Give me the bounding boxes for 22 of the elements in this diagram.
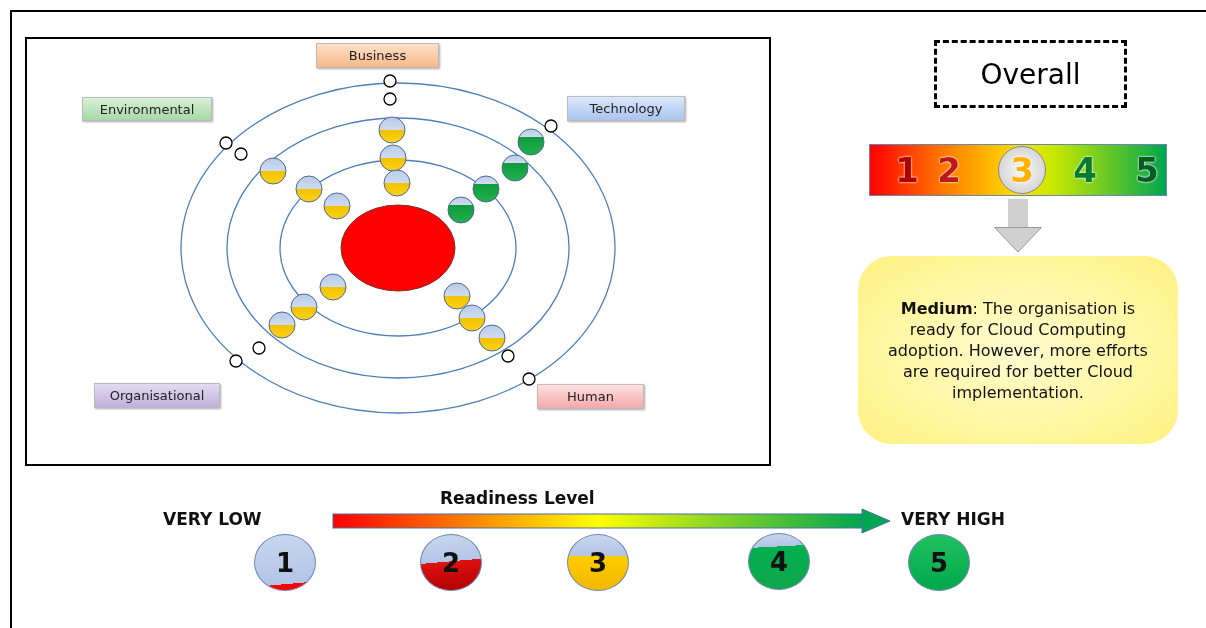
category-label: Human <box>537 384 644 409</box>
scale-end-label: VERY HIGH <box>901 509 1005 529</box>
category-label: Organisational <box>94 383 220 408</box>
block-arrow <box>994 199 1042 253</box>
category-label: Business <box>316 43 439 68</box>
level-number: 5 <box>1134 149 1160 192</box>
description-text: Medium: The organisation is ready for Cloud Computing adoption. However, more efforts are required for better Cloud implementation. <box>887 297 1149 403</box>
level-circle: 5 <box>908 534 970 591</box>
category-label: Technology <box>567 96 685 121</box>
level-number: 1 <box>894 149 920 192</box>
category-label: Environmental <box>82 97 212 121</box>
level-number: 2 <box>936 149 962 192</box>
dashed-title-box: Overall <box>934 40 1127 108</box>
description-card <box>858 256 1178 444</box>
axis-title: Readiness Level <box>440 488 595 508</box>
highlighted-level-number: 3 <box>998 146 1046 194</box>
gauge-bar <box>869 144 1167 196</box>
scale-end-label: VERY LOW <box>163 509 262 529</box>
level-number: 4 <box>1072 149 1098 192</box>
level-circle: 4 <box>748 533 810 590</box>
level-circle: 1 <box>254 534 316 591</box>
level-circle: 3 <box>567 534 629 591</box>
